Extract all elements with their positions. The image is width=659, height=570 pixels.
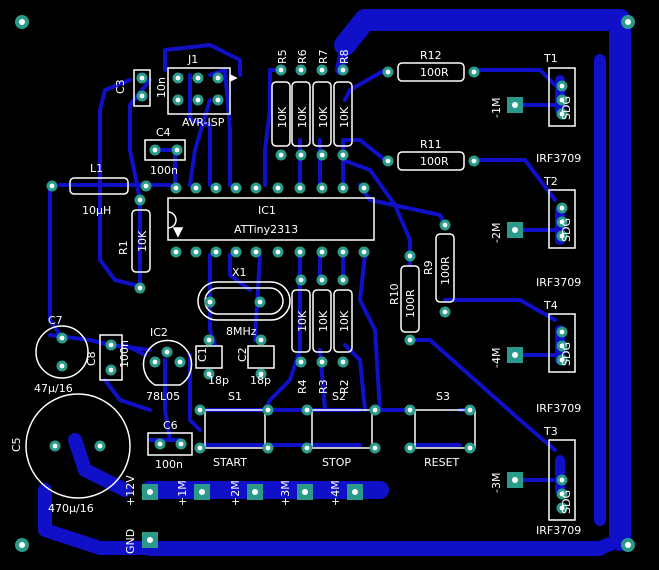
label-c8: C8 [85,351,98,366]
label-c4-value: 100n [150,164,178,177]
label-gnd: GND [124,529,137,554]
label-ic2: IC2 [150,326,168,339]
label-c3-value: 10n [155,77,168,98]
label-l1: L1 [90,162,103,175]
label-c4: C4 [156,126,171,139]
label-r6-value: 10K [296,106,309,128]
label-c2-value: 18p [250,374,271,387]
label-c6-value: 100n [155,458,183,471]
label-r12-value: 100R [420,66,449,79]
label-t2-type: IRF3709 [536,276,581,289]
label-l1-value: 10µH [82,204,111,217]
label-r7: R7 [317,49,330,64]
label-r3: R3 [317,379,330,394]
label-s2: S2 [332,390,346,403]
label-out4: -4M [490,348,503,368]
label-out2: -2M [490,223,503,243]
label-r5-value: 10K [276,106,289,128]
label-s1: S1 [228,390,242,403]
label-c1: C1 [196,347,209,362]
label-t4: T4 [543,299,558,312]
copper-layer [38,9,631,556]
label-x1: X1 [232,266,247,279]
label-conn-12v: +12V [124,475,137,506]
label-c8-value: 100n [118,340,131,368]
label-r7-value: 10K [317,106,330,128]
label-c6: C6 [163,419,178,432]
label-t2: T2 [543,175,558,188]
label-t1-type: IRF3709 [536,152,581,165]
label-t3: T3 [543,425,558,438]
label-c5-value: 470µ/16 [48,502,94,515]
label-r12: R12 [420,49,442,62]
label-t3-type: IRF3709 [536,524,581,537]
label-r8: R8 [338,49,351,64]
label-r10: R10 [388,283,401,305]
label-s1-value: START [213,456,247,469]
label-c2: C2 [236,347,249,362]
label-j1-value: AVR-ISP [182,116,225,129]
label-r5: R5 [276,49,289,64]
label-r1-value: 10K [136,230,149,252]
label-r8-value: 10K [338,106,351,128]
label-r4-value: 10K [296,310,309,332]
label-r6: R6 [296,49,309,64]
label-c7-value: 47µ/16 [34,382,73,395]
label-out3: -3M [490,473,503,493]
label-conn-4m: +4M [329,480,342,506]
silkscreen-layer [25,62,576,521]
label-c7: C7 [48,314,63,327]
label-r11: R11 [420,138,442,151]
label-conn-2m: +2M [229,480,242,506]
label-r2-value: 10K [338,310,351,332]
label-r4: R4 [296,379,309,394]
label-conn-1m: +1M [176,480,189,506]
label-r9-value: 100R [439,256,452,285]
label-c3: C3 [114,79,127,94]
label-r9: R9 [422,260,435,275]
label-s2-value: STOP [322,456,351,469]
label-t4-pins: SDG [560,342,573,366]
label-out1: -1M [490,98,503,118]
label-t2-pins: SDG [560,218,573,242]
labels-layer: C3 10n J1 AVR-ISP C4 100n L1 10µH R1 10K… [10,49,581,554]
label-c5: C5 [10,437,23,452]
label-r1: R1 [117,240,130,255]
label-x1-value: 8MHz [226,325,257,338]
label-conn-3m: +3M [279,480,292,506]
label-t4-type: IRF3709 [536,402,581,415]
label-r10-value: 100R [404,289,417,318]
label-t1-pins: SDG [560,96,573,120]
label-ic1-value: ATTiny2313 [234,223,298,236]
label-ic1: IC1 [258,204,276,217]
label-t3-pins: SDG [560,490,573,514]
label-r3-value: 10K [317,310,330,332]
label-r11-value: 100R [420,155,449,168]
label-t1: T1 [543,52,558,65]
label-s3-value: RESET [424,456,460,469]
label-s3: S3 [436,390,450,403]
label-c1-value: 18p [208,374,229,387]
label-j1: J1 [187,53,198,66]
label-r2: R2 [338,379,351,394]
label-ic2-value: 78L05 [146,390,180,403]
